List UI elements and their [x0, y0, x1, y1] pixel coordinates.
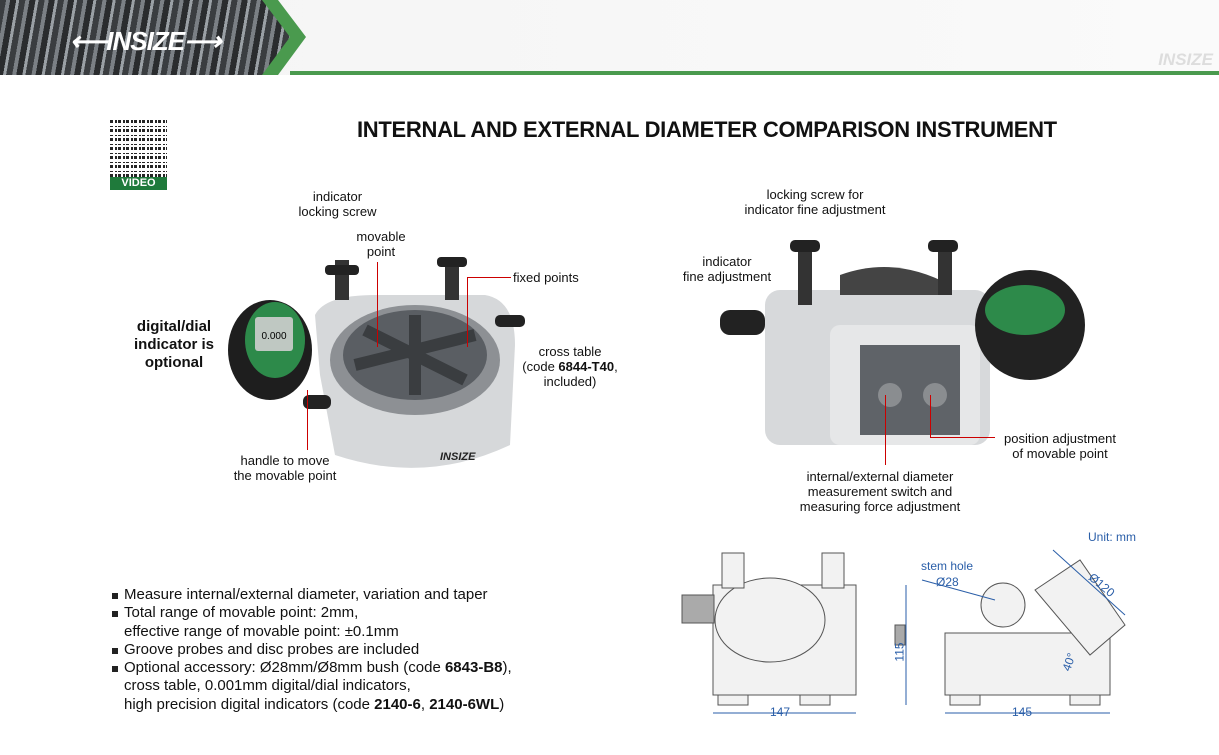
brand-watermark: INSIZE — [1158, 50, 1213, 69]
feature-item: Measure internal/external diameter, vari… — [112, 586, 512, 604]
dimension-drawing — [681, 549, 1126, 714]
header-divider — [290, 71, 1219, 75]
header-image — [0, 0, 290, 75]
stem-hole-diameter: Ø28 — [936, 575, 959, 589]
dimension-height: 115 — [892, 642, 907, 662]
instrument-photo-right — [720, 240, 1085, 445]
dimension-width-front: 147 — [770, 705, 791, 719]
feature-item: Groove probes and disc probes are includ… — [112, 641, 512, 659]
instrument-photo-left: 0.000 INSIZE — [228, 257, 525, 468]
unit-label: Unit: mm — [1088, 530, 1136, 544]
label-cross-table: cross table(code 6844-T40,included) — [522, 344, 618, 389]
video-label: VIDEO — [110, 177, 167, 190]
label-fixed-points: fixed points — [513, 270, 579, 285]
feature-list: Measure internal/external diameter, vari… — [112, 586, 512, 714]
device-brand: INSIZE — [440, 451, 476, 463]
qr-code[interactable] — [110, 120, 167, 177]
page-title: INTERNAL AND EXTERNAL DIAMETER COMPARISO… — [357, 117, 1057, 142]
feature-item: Optional accessory: Ø28mm/Ø8mm bush (cod… — [112, 659, 512, 677]
dimension-width-side: 145 — [1012, 705, 1033, 719]
brand-logo: ⟵INSIZE⟶ — [70, 26, 221, 56]
feature-item: Total range of movable point: 2mm, — [112, 604, 512, 622]
stem-hole-label: stem hole — [921, 559, 974, 573]
indicator-display: 0.000 — [261, 331, 286, 342]
